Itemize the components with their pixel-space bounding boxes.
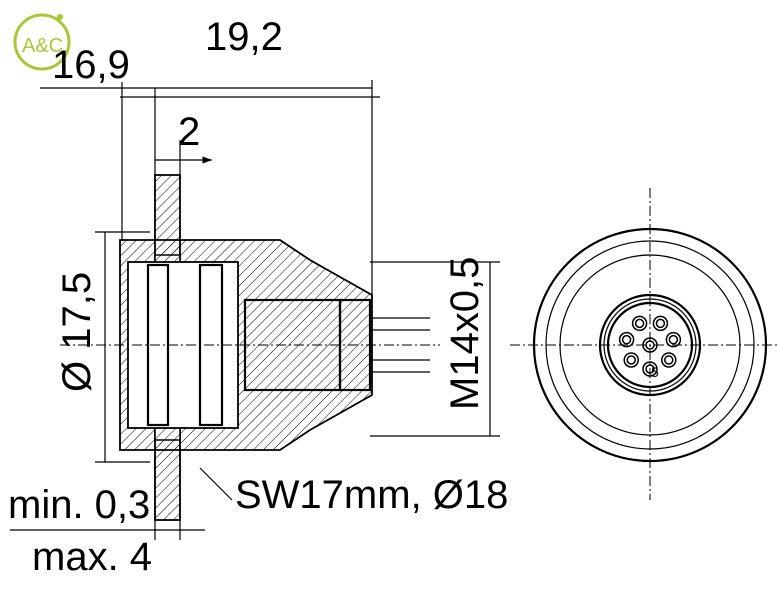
pin-contact [631,315,648,332]
connector-front-view: 5 [510,188,777,500]
pin-contact [668,334,679,345]
pin-contact [652,315,669,332]
dim-max-thickness: max. 4 [32,535,152,579]
connector-side-section [60,174,440,521]
dim-wrench-size: SW17mm, Ø18 [235,473,508,517]
pin-contact [664,355,674,365]
dim-thread-m14: M14x0,5 [443,257,487,410]
pin-contact [645,340,655,350]
pin-contact [618,331,635,348]
dim-2: 2 [178,110,200,154]
dim-min-thickness: min. 0,3 [8,483,150,527]
logo-text: A&C [22,35,63,57]
contact-pins [618,315,682,377]
pin-contact [626,355,636,365]
pin-contact [642,361,658,377]
dimension-lines [10,80,500,540]
pin-contact [655,318,666,329]
dim-16-9: 16,9 [52,43,130,87]
dim-19-2: 19,2 [205,15,283,59]
pin-contact [621,334,632,345]
pin-contact [645,364,655,374]
pin-contact [623,352,639,368]
pin-contact [661,352,677,368]
pin-label: 5 [651,364,659,380]
pin-contact [634,318,645,329]
pin-contact [665,331,682,348]
pin-contact [642,337,658,353]
logo: A&C [13,13,71,71]
dim-diameter-17-5: Ø 17,5 [55,272,99,392]
